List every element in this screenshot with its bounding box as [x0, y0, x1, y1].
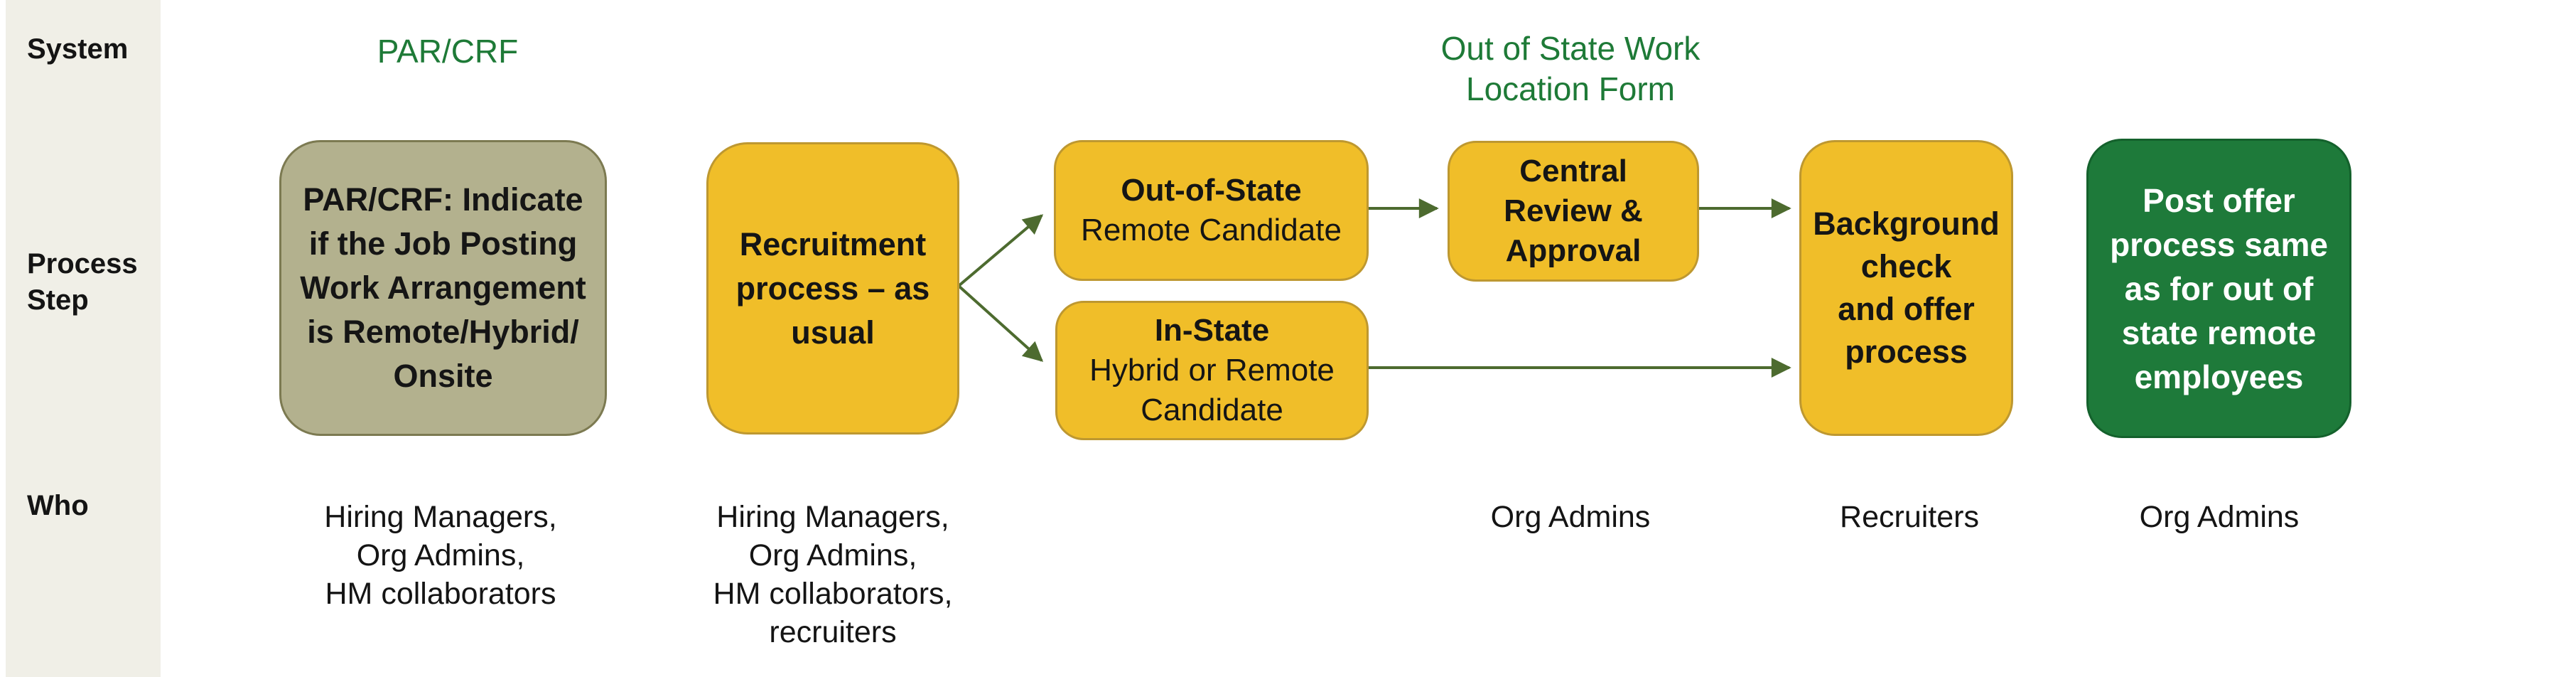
box-line: usual	[791, 314, 875, 351]
box-line: state remote	[2121, 314, 2317, 351]
who-line: Recruiters	[1840, 500, 1979, 534]
row-label-who: Who	[27, 490, 89, 521]
process-box-out-of-state: Out-of-State Remote Candidate	[1054, 140, 1369, 281]
box-line: employees	[2134, 358, 2304, 395]
box-line: and offer	[1838, 291, 1975, 327]
box-line: Background	[1813, 206, 2000, 242]
who-line: Org Admins	[2139, 500, 2300, 534]
box-line: process – as	[735, 270, 930, 306]
box-line: if the Job Posting	[308, 225, 578, 262]
box-line: check	[1860, 248, 1952, 284]
who-line: HM collaborators	[325, 577, 556, 611]
system-header-out-of-state-form: Out of State Work Location Form	[1393, 28, 1748, 110]
process-box-recruitment: Recruitment process – as usual	[706, 142, 959, 435]
who-background-check: Recruiters	[1767, 498, 2052, 536]
who-par-crf: Hiring Managers, Org Admins, HM collabor…	[263, 498, 618, 613]
who-line: Hiring Managers,	[324, 500, 557, 534]
who-line: Org Admins	[1490, 500, 1651, 534]
system-header-par-crf: PAR/CRF	[377, 33, 519, 70]
box-line: Hybrid or Remote	[1089, 353, 1335, 388]
who-line: recruiters	[769, 615, 897, 649]
who-post-offer: Org Admins	[2077, 498, 2361, 536]
box-line: Central	[1519, 154, 1627, 188]
row-header-column: System Process Step Who	[6, 0, 161, 677]
box-line: Out-of-State	[1121, 173, 1302, 208]
process-box-par-crf: PAR/CRF: Indicate if the Job Posting Wor…	[279, 140, 607, 436]
arrow-recruitment-to-in-state	[957, 284, 1044, 362]
box-line: Work Arrangement	[300, 270, 586, 306]
process-box-in-state: In-State Hybrid or Remote Candidate	[1055, 301, 1369, 440]
who-line: HM collaborators,	[713, 577, 953, 611]
who-line: Hiring Managers,	[716, 500, 949, 534]
arrow-recruitment-to-out-of-state	[957, 214, 1044, 287]
box-line: Remote Candidate	[1081, 213, 1342, 247]
box-line: In-State	[1154, 313, 1270, 348]
row-label-process-step: Process Step	[27, 248, 138, 316]
box-line: as for out of	[2124, 270, 2314, 307]
system-header-line: Location Form	[1465, 70, 1675, 107]
box-line: Review &	[1504, 193, 1643, 228]
box-line: process same	[2110, 225, 2328, 263]
process-box-post-offer: Post offer process same as for out of st…	[2086, 139, 2351, 438]
box-line: Approval	[1505, 233, 1642, 268]
box-line: is Remote/Hybrid/	[307, 314, 579, 350]
who-central-review: Org Admins	[1428, 498, 1713, 536]
box-line: PAR/CRF: Indicate	[303, 181, 583, 218]
box-line: Onsite	[393, 358, 493, 394]
who-line: Org Admins,	[748, 538, 917, 572]
who-recruitment: Hiring Managers, Org Admins, HM collabor…	[655, 498, 1011, 651]
process-box-background-check: Background check and offer process	[1799, 140, 2013, 436]
box-line: Candidate	[1141, 393, 1283, 427]
box-line: Recruitment	[739, 225, 927, 262]
who-line: Org Admins,	[356, 538, 525, 572]
system-header-line: Out of State Work	[1440, 30, 1701, 67]
box-line: Post offer	[2143, 181, 2295, 219]
row-label-system: System	[27, 33, 129, 65]
box-line: process	[1845, 334, 1968, 370]
process-box-central-review: Central Review & Approval	[1448, 141, 1699, 282]
